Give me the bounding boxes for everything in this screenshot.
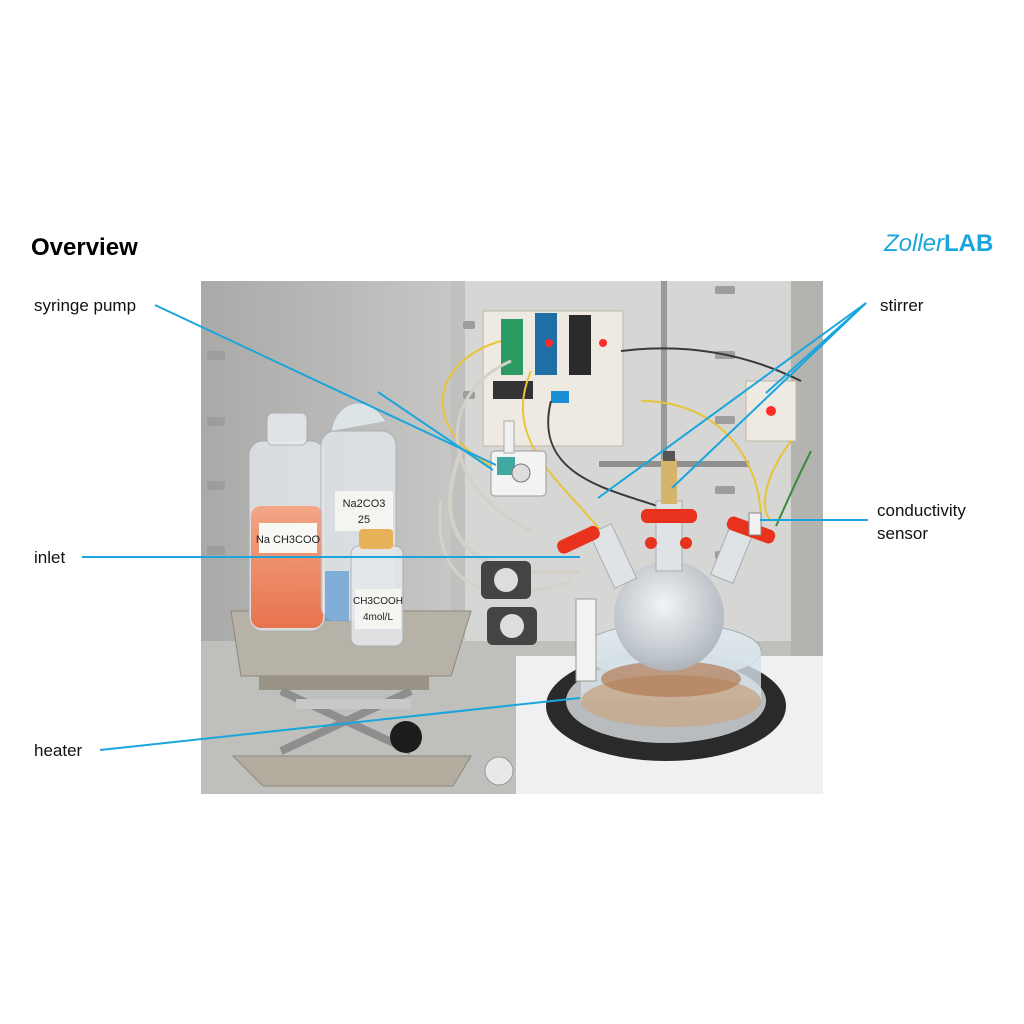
bottle-label-acetic-acid-line1: CH3COOH	[353, 596, 403, 607]
bottle-label-sodium-carbonate-line2: 25	[358, 514, 370, 526]
label-syringe-pump: syringe pump	[34, 296, 137, 315]
lab-stand-rod	[661, 281, 667, 491]
brand-logo-zoller: Zoller	[884, 230, 945, 257]
leader-syringe-pump	[154, 304, 497, 466]
bottle-label-sodium-carbonate-line1: Na2CO3	[343, 498, 386, 510]
bottle-label-acetic-acid-line2: 4mol/L	[363, 612, 393, 623]
leader-stirrer-2	[671, 302, 867, 489]
conductivity-probe	[748, 512, 762, 536]
peristaltic-pumps	[481, 561, 537, 645]
brand-logo: ZollerLAB	[884, 230, 993, 258]
leader-heater	[99, 697, 581, 751]
red-clamps	[557, 509, 776, 554]
brand-logo-lab: LAB	[944, 230, 994, 257]
label-conductivity-sensor: conductivity sensor	[877, 499, 966, 545]
leader-syringe-pump-2	[377, 391, 494, 471]
label-heater: heater	[34, 741, 83, 760]
label-inlet: inlet	[34, 548, 66, 567]
lab-setup-photo: Na CH3COO Na2CO3 25 CH3COOH 4mol/L	[201, 281, 823, 794]
leader-stirrer-3	[765, 302, 867, 394]
label-conductivity-line2: sensor	[877, 524, 929, 543]
bottle-sodium-acetate: Na CH3COO	[248, 412, 326, 632]
stirrer-motor	[661, 451, 677, 504]
water-bath	[580, 622, 762, 727]
breadboard-small	[745, 380, 797, 442]
bottle-acetic-acid: CH3COOH 4mol/L	[350, 529, 404, 647]
heater-element	[575, 598, 597, 682]
leader-stirrer-1	[597, 302, 867, 499]
bottle-label-sodium-acetate: Na CH3COO	[256, 534, 321, 546]
label-conductivity-line1: conductivity	[877, 501, 966, 520]
syringe-pump	[490, 420, 547, 497]
slide-title: Overview	[31, 234, 138, 261]
label-stirrer: stirrer	[880, 296, 924, 315]
